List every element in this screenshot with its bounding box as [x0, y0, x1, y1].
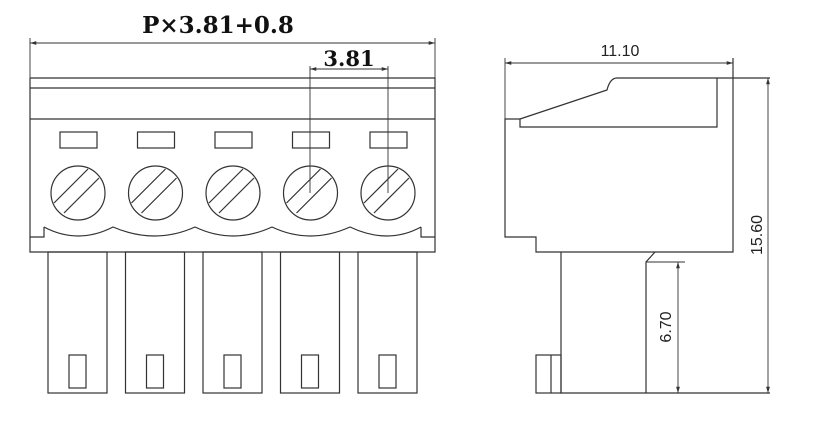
depth-label: 11.10 — [601, 43, 640, 60]
wire-entry-window — [369, 131, 408, 149]
pin-body — [357, 251, 418, 394]
screw-slot-line — [363, 168, 399, 204]
screw-head — [127, 165, 184, 221]
pin-slot — [68, 354, 87, 389]
overall-width-label: P×3.81+0.8 — [142, 12, 294, 39]
screw-slot-line — [296, 177, 332, 214]
pin-body — [124, 251, 186, 394]
pin-slot — [378, 354, 397, 389]
wire-entry-window — [291, 131, 331, 149]
screw-slot-line — [141, 177, 177, 214]
pitch-label: 3.81 — [323, 46, 374, 71]
pin-slot — [223, 354, 242, 389]
height-dimension: 15.60 — [749, 78, 770, 393]
screw-slot-line — [286, 168, 321, 204]
pin-body — [279, 251, 341, 394]
front-view: P×3.81+0.8 3.81 — [29, 12, 436, 394]
body-outline — [29, 77, 436, 253]
wire-entry-window — [59, 131, 98, 149]
overall-width-dimension: P×3.81+0.8 — [29, 12, 436, 78]
pin-length-label: 6.70 — [658, 311, 675, 342]
screw-slot-line — [63, 177, 100, 214]
side-view: 11.10 15.60 6.70 — [504, 43, 770, 394]
wire-entry-window — [136, 131, 176, 149]
screw-slot-line — [131, 168, 166, 204]
screw-slot-line — [218, 177, 255, 214]
height-label: 15.60 — [749, 215, 766, 255]
pin-body — [202, 251, 263, 394]
wire-entry-window — [214, 131, 253, 149]
screw-head — [50, 165, 106, 221]
screw-head — [205, 165, 261, 221]
pole-group — [47, 131, 418, 394]
pitch-dimension: 3.81 — [309, 46, 389, 193]
pin-slot — [145, 354, 165, 389]
screw-head — [282, 165, 339, 221]
screw-slot-line — [373, 177, 410, 214]
pin-body — [47, 251, 108, 394]
pin-length-dimension: 6.70 — [646, 261, 685, 393]
side-body-outline — [504, 58, 770, 394]
screw-slot-line — [208, 168, 244, 204]
screw-slot-line — [53, 168, 89, 204]
pin-slot — [300, 354, 320, 389]
depth-dimension: 11.10 — [504, 43, 733, 119]
